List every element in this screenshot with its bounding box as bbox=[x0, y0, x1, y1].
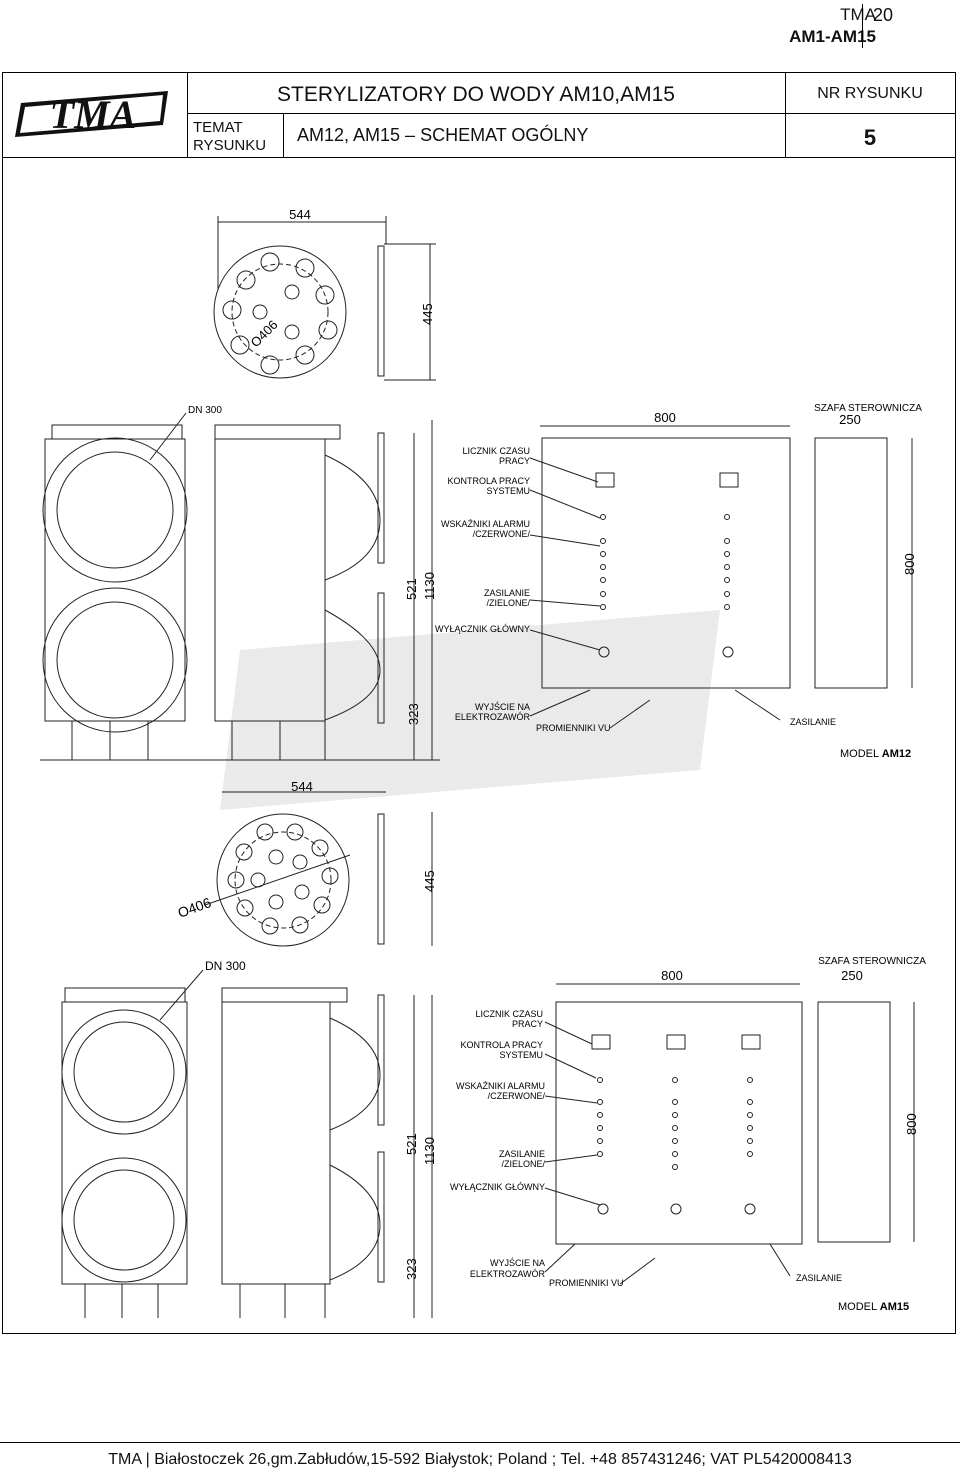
am15-zasilanie-1: ZASILANIE bbox=[499, 1149, 545, 1159]
am15-licznik-1: LICZNIK CZASU bbox=[475, 1009, 543, 1019]
header-model-range: AM1-AM15 bbox=[789, 27, 876, 46]
am15-dim-323: 323 bbox=[404, 1258, 419, 1280]
am12-dim-445: 445 bbox=[420, 303, 435, 325]
am12-dn300: DN 300 bbox=[188, 405, 222, 416]
am15-zasilanie-bottom: ZASILANIE bbox=[796, 1273, 842, 1283]
am15-dn300: DN 300 bbox=[205, 959, 246, 973]
am15-alarm-2: /CZERWONE/ bbox=[488, 1091, 546, 1101]
am15-cabinet-label: SZAFA STEROWNICZA bbox=[818, 956, 926, 967]
am12-licznik-2: PRACY bbox=[499, 456, 530, 466]
am15-zasilanie-2: /ZIELONE/ bbox=[501, 1159, 545, 1169]
am12-wylacznik: WYŁĄCZNIK GŁÓWNY bbox=[435, 624, 530, 634]
am15-kontrola-2: SYSTEMU bbox=[499, 1050, 543, 1060]
am15-dim-800-side: 800 bbox=[904, 1113, 919, 1135]
tma-logo: TMA bbox=[3, 73, 188, 157]
am15-wylacznik: WYŁĄCZNIK GŁÓWNY bbox=[450, 1182, 545, 1192]
footer-address: Białostoczek 26,gm.Zabłudów,15-592 Biały… bbox=[154, 1451, 852, 1468]
am12-dim-1130: 1130 bbox=[422, 572, 437, 600]
am15-wyjscie-2: ELEKTROZAWÓR bbox=[470, 1269, 546, 1279]
footer-separator: | bbox=[145, 1451, 155, 1468]
drawing-subject: AM12, AM15 – SCHEMAT OGÓLNY bbox=[297, 125, 589, 145]
am12-zasilanie-bottom: ZASILANIE bbox=[790, 717, 836, 727]
am12-dim-800-top: 800 bbox=[654, 410, 676, 425]
temat-label-1: TEMAT bbox=[193, 119, 243, 136]
am15-kontrola-1: KONTROLA PRACY bbox=[460, 1040, 543, 1050]
am12-kontrola-2: SYSTEMU bbox=[486, 486, 530, 496]
am12-cabinet-label: SZAFA STEROWNICZA bbox=[814, 403, 922, 414]
am12-dim-o406: O406 bbox=[248, 317, 281, 350]
am15-dim-445: 445 bbox=[422, 870, 437, 892]
am12-licznik-1: LICZNIK CZASU bbox=[462, 446, 530, 456]
am15-dim-800-top: 800 bbox=[661, 968, 683, 983]
drawing-am12: 544 445 O406 DN 300 bbox=[40, 207, 922, 761]
technical-drawing: 544 445 O406 DN 300 bbox=[40, 207, 926, 1318]
am12-wyjscie-1: WYJŚCIE NA bbox=[475, 701, 530, 712]
drawing-title: STERYLIZATORY DO WODY AM10,AM15 bbox=[277, 83, 675, 106]
am15-dim-1130: 1130 bbox=[422, 1137, 437, 1165]
am12-dim-323: 323 bbox=[406, 703, 421, 725]
page-footer: TMA | Białostoczek 26,gm.Zabłudów,15-592… bbox=[0, 1442, 960, 1469]
drawing-frame bbox=[2, 158, 956, 1334]
am12-model-label: MODEL AM12 bbox=[840, 748, 911, 760]
am15-wyjscie-1: WYJŚCIE NA bbox=[490, 1257, 545, 1268]
am15-model-label: MODEL AM15 bbox=[838, 1301, 909, 1313]
header-company: TMA bbox=[840, 5, 876, 24]
am12-kontrola-1: KONTROLA PRACY bbox=[447, 476, 530, 486]
am15-alarm-1: WSKAŹNIKI ALARMU bbox=[456, 1081, 545, 1091]
am12-alarm-1: WSKAŹNIKI ALARMU bbox=[441, 519, 530, 529]
am12-promienniki: PROMIENNIKI VU bbox=[536, 723, 611, 733]
am12-zasilanie-1: ZASILANIE bbox=[484, 588, 530, 598]
am12-zasilanie-2: /ZIELONE/ bbox=[486, 598, 530, 608]
am15-dim-521: 521 bbox=[404, 1133, 419, 1155]
am15-promienniki: PROMIENNIKI VU bbox=[549, 1278, 624, 1288]
tma-logo-graphic: TMA bbox=[15, 91, 168, 137]
page-number: 20 bbox=[862, 4, 913, 48]
am15-dim-544: 544 bbox=[291, 779, 313, 794]
logo-text: TMA bbox=[50, 92, 137, 137]
am12-dim-250: 250 bbox=[839, 412, 861, 427]
temat-label-2: RYSUNKU bbox=[193, 137, 267, 154]
am15-dim-250: 250 bbox=[841, 968, 863, 983]
drawing-am15: 544 445 O406 DN 300 521 1130 bbox=[61, 779, 926, 1318]
am12-wyjscie-2: ELEKTROZAWÓR bbox=[455, 712, 531, 722]
page-header: TMA AM1-AM15 bbox=[789, 4, 876, 48]
am12-alarm-2: /CZERWONE/ bbox=[473, 529, 531, 539]
am12-dim-544: 544 bbox=[289, 207, 311, 222]
temat-label: TEMAT RYSUNKU bbox=[193, 119, 266, 155]
am12-dim-521: 521 bbox=[404, 578, 419, 600]
drawing-number: 5 bbox=[863, 125, 877, 150]
am12-dim-800-side: 800 bbox=[902, 553, 917, 575]
title-block: TMA STERYLIZATORY DO WODY AM10,AM15 TEMA… bbox=[2, 72, 956, 158]
am15-dim-o406: O406 bbox=[176, 894, 214, 921]
drawing-number-label: NR RYSUNKU bbox=[817, 85, 923, 102]
footer-company: TMA bbox=[108, 1451, 142, 1468]
am15-licznik-2: PRACY bbox=[512, 1019, 543, 1029]
